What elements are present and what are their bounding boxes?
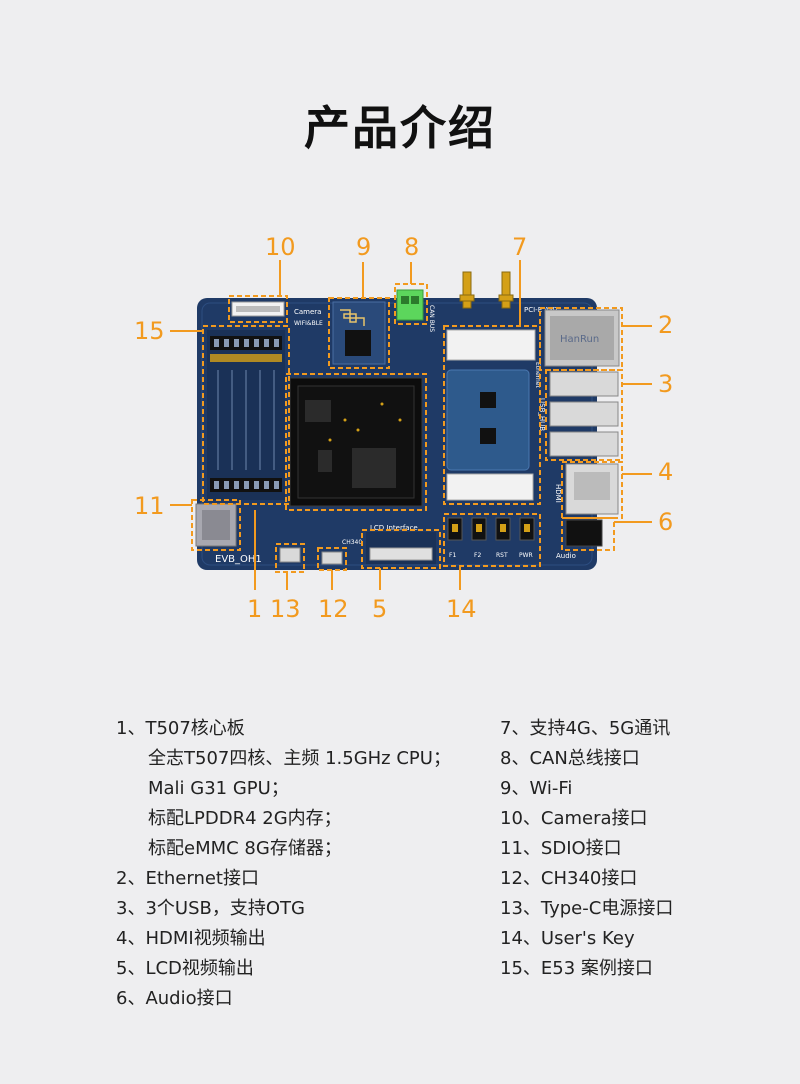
key-rst-label: RST: [496, 552, 508, 559]
wifi-label: WIFI&BLE: [294, 320, 323, 327]
callout-10: 10: [265, 233, 296, 261]
callout-15: 15: [134, 317, 165, 345]
feature-list-left: 1、T507核心板 全志T507四核、主频 1.5GHz CPU； Mali G…: [116, 714, 451, 1014]
list-item: 全志T507四核、主频 1.5GHz CPU；: [148, 748, 451, 769]
callout-2: 2: [658, 311, 674, 339]
callout-3: 3: [658, 370, 674, 398]
list-item: 13、Type-C电源接口: [500, 898, 674, 919]
list-item: 14、User's Key: [500, 928, 635, 949]
list-item: 5、LCD视频输出: [116, 958, 254, 979]
feature-list-right: 7、支持4G、5G通讯 8、CAN总线接口 9、Wi-Fi 10、Camera接…: [500, 714, 673, 984]
callout-11: 11: [134, 492, 165, 520]
callout-8: 8: [404, 233, 420, 261]
list-item: 10、Camera接口: [500, 808, 648, 829]
list-item: 标配eMMC 8G存储器；: [148, 838, 342, 859]
callout-12: 12: [318, 595, 349, 623]
camera-label: Camera: [294, 308, 321, 316]
callout-5: 5: [372, 595, 388, 623]
list-item: 2、Ethernet接口: [116, 868, 259, 889]
callout-6: 6: [658, 508, 674, 536]
e53-header: [207, 330, 285, 500]
callout-4: 4: [658, 458, 674, 486]
key-pwr-label: PWR: [519, 552, 533, 559]
ch340-label: CH340: [342, 539, 362, 546]
list-item: 11、SDIO接口: [500, 838, 622, 859]
can-bus-label: CAN BUS: [428, 305, 435, 332]
page-title: 产品介绍: [304, 101, 496, 155]
hdmi-label: HDMI: [554, 484, 562, 503]
board-illustration: Camera WIFI&BLE CAN BUS PCI-E ANT Ethern…: [170, 260, 652, 590]
key-f2-label: F2: [474, 552, 481, 559]
callout-13: 13: [270, 595, 301, 623]
audio-label: Audio: [556, 552, 576, 560]
board-model-label: EVB_OH1: [215, 554, 262, 565]
list-item: 15、E53 案例接口: [500, 958, 653, 979]
usb-hub-label: USB_HUB: [538, 398, 546, 431]
list-item: 9、Wi-Fi: [500, 778, 573, 799]
ethernet-label: Ethernet: [534, 362, 541, 388]
list-item: 1、T507核心板: [116, 718, 245, 739]
list-item: 7、支持4G、5G通讯: [500, 718, 671, 739]
callout-14: 14: [446, 595, 477, 623]
callout-1: 1: [247, 595, 263, 623]
pcie-ant-label: PCI-E ANT: [524, 306, 559, 314]
callout-7: 7: [512, 233, 528, 261]
hanrun-label: HanRun: [560, 334, 599, 345]
key-f1-label: F1: [449, 552, 456, 559]
list-item: 8、CAN总线接口: [500, 748, 640, 769]
list-item: 标配LPDDR4 2G内存；: [148, 808, 342, 829]
list-item: Mali G31 GPU；: [148, 778, 289, 799]
list-item: 6、Audio接口: [116, 988, 233, 1009]
list-item: 4、HDMI视频输出: [116, 928, 266, 949]
list-item: 12、CH340接口: [500, 868, 638, 889]
callout-9: 9: [356, 233, 372, 261]
lcd-interface-label: LCD Interface: [370, 524, 418, 532]
list-item: 3、3个USB，支持OTG: [116, 898, 305, 919]
